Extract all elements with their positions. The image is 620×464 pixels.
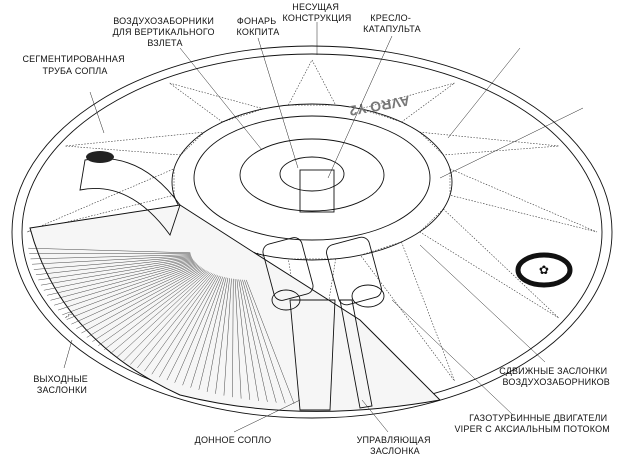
label-control-flap: УПРАВЛЯЮЩАЯ ЗАСЛОНКА	[357, 435, 434, 456]
leader-right-2	[440, 108, 583, 178]
surface-panel	[170, 83, 264, 122]
label-bottom-nozzle: ДОННОЕ СОПЛО	[195, 435, 272, 445]
nozzle-end	[86, 151, 114, 163]
roundel-leaf-icon: ✿	[539, 263, 549, 277]
cockpit-ring-middle	[194, 116, 430, 240]
label-engines: ГАЗОТУРБИННЫЕ ДВИГАТЕЛИ VIPER С АКСИАЛЬН…	[454, 413, 610, 434]
cutaway-sector	[30, 205, 440, 411]
surface-panel	[288, 60, 335, 105]
label-structure: НЕСУЩАЯ КОНСТРУКЦИЯ	[283, 2, 352, 23]
leader-nozzle	[90, 92, 104, 133]
label-canopy: ФОНАРЬ КОКПИТА	[237, 16, 280, 37]
leader-exit-flaps	[64, 340, 72, 368]
label-intakes: ВОЗДУХОЗАБОРНИКИ ДЛЯ ВЕРТИКАЛЬНОГО ВЗЛЕТ…	[113, 16, 218, 48]
label-seat: КРЕСЛО- КАТАПУЛЬТА	[363, 13, 421, 34]
label-sliding-flaps: СДВИЖНЫЕ ЗАСЛОНКИ ВОЗДУХОЗАБОРНИКОВ	[499, 366, 610, 387]
leader-right-1	[448, 48, 520, 138]
surface-panel	[450, 169, 597, 232]
label-nozzle-pipe: СЕГМЕНТИРОВАННАЯ ТРУБА СОПЛА	[22, 54, 127, 76]
label-exit-flaps: ВЫХОДНЫЕ ЗАСЛОНКИ	[33, 374, 90, 395]
